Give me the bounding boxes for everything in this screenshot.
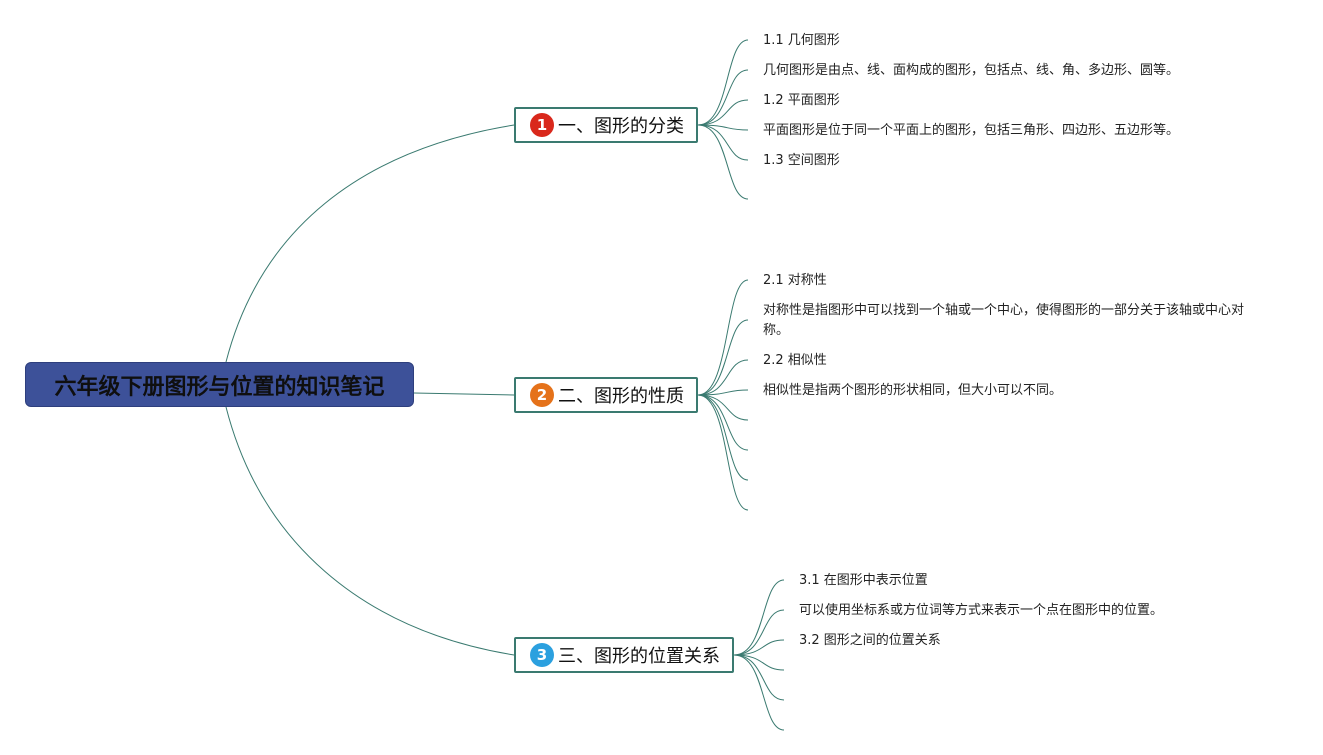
root-connector-3 <box>225 406 515 656</box>
leaf-connector <box>697 394 749 481</box>
leaf-connector <box>697 99 749 126</box>
subtopic-item[interactable]: 2.2 相似性 <box>763 353 827 368</box>
branch-topic-label: 三、图形的位置关系 <box>558 646 720 667</box>
leaf-connector <box>697 279 749 396</box>
subtopic-item[interactable]: 几何图形是由点、线、面构成的图形，包括点、线、角、多边形、圆等。 <box>763 63 1180 78</box>
priority-2-badge-icon: 2 <box>530 383 554 407</box>
leaf-connector <box>697 39 749 126</box>
root-connector-2 <box>413 392 515 396</box>
leaf-connector <box>697 394 749 421</box>
leaf-connector <box>733 609 785 656</box>
leaf-connector <box>733 579 785 656</box>
subtopic-item[interactable]: 1.1 几何图形 <box>763 33 840 48</box>
leaf-connector <box>733 639 785 656</box>
subtopic-item[interactable]: 可以使用坐标系或方位词等方式来表示一个点在图形中的位置。 <box>799 603 1164 618</box>
leaf-connector <box>697 319 749 396</box>
branch-topic-position-relations[interactable]: 3 三、图形的位置关系 <box>514 637 734 673</box>
branch-topic-label: 二、图形的性质 <box>558 386 684 407</box>
root-topic-label: 六年级下册图形与位置的知识笔记 <box>54 374 385 400</box>
priority-3-badge-icon: 3 <box>530 643 554 667</box>
subtopic-item[interactable]: 3.1 在图形中表示位置 <box>799 573 928 588</box>
leaf-connector <box>697 124 749 161</box>
subtopic-item[interactable]: 2.1 对称性 <box>763 273 827 288</box>
subtopic-item[interactable]: 1.3 空间图形 <box>763 153 840 168</box>
leaf-connector <box>733 654 785 701</box>
subtopic-item[interactable]: 平面图形是位于同一个平面上的图形，包括三角形、四边形、五边形等。 <box>763 123 1180 138</box>
leaf-connector <box>697 394 749 451</box>
leaf-connector <box>697 389 749 396</box>
subtopic-item[interactable]: 相似性是指两个图形的形状相同，但大小可以不同。 <box>763 383 1063 398</box>
leaf-connector <box>697 359 749 396</box>
subtopic-item[interactable]: 3.2 图形之间的位置关系 <box>799 633 941 648</box>
leaf-connector <box>697 69 749 126</box>
root-topic[interactable]: 六年级下册图形与位置的知识笔记 <box>25 362 414 407</box>
branch-topic-label: 一、图形的分类 <box>558 116 684 137</box>
leaf-connector <box>697 124 749 200</box>
leaf-connector <box>733 654 785 731</box>
subtopic-item[interactable]: 1.2 平面图形 <box>763 93 840 108</box>
priority-1-badge-icon: 1 <box>530 113 554 137</box>
branch-topic-classification[interactable]: 1 一、图形的分类 <box>514 107 698 143</box>
leaf-connector <box>733 654 785 671</box>
subtopic-item[interactable]: 对称性是指图形中可以找到一个轴或一个中心，使得图形的一部分关于该轴或中心对称。 <box>763 303 1245 338</box>
root-connector-1 <box>225 124 515 363</box>
branch-topic-properties[interactable]: 2 二、图形的性质 <box>514 377 698 413</box>
leaf-connector <box>697 394 749 511</box>
